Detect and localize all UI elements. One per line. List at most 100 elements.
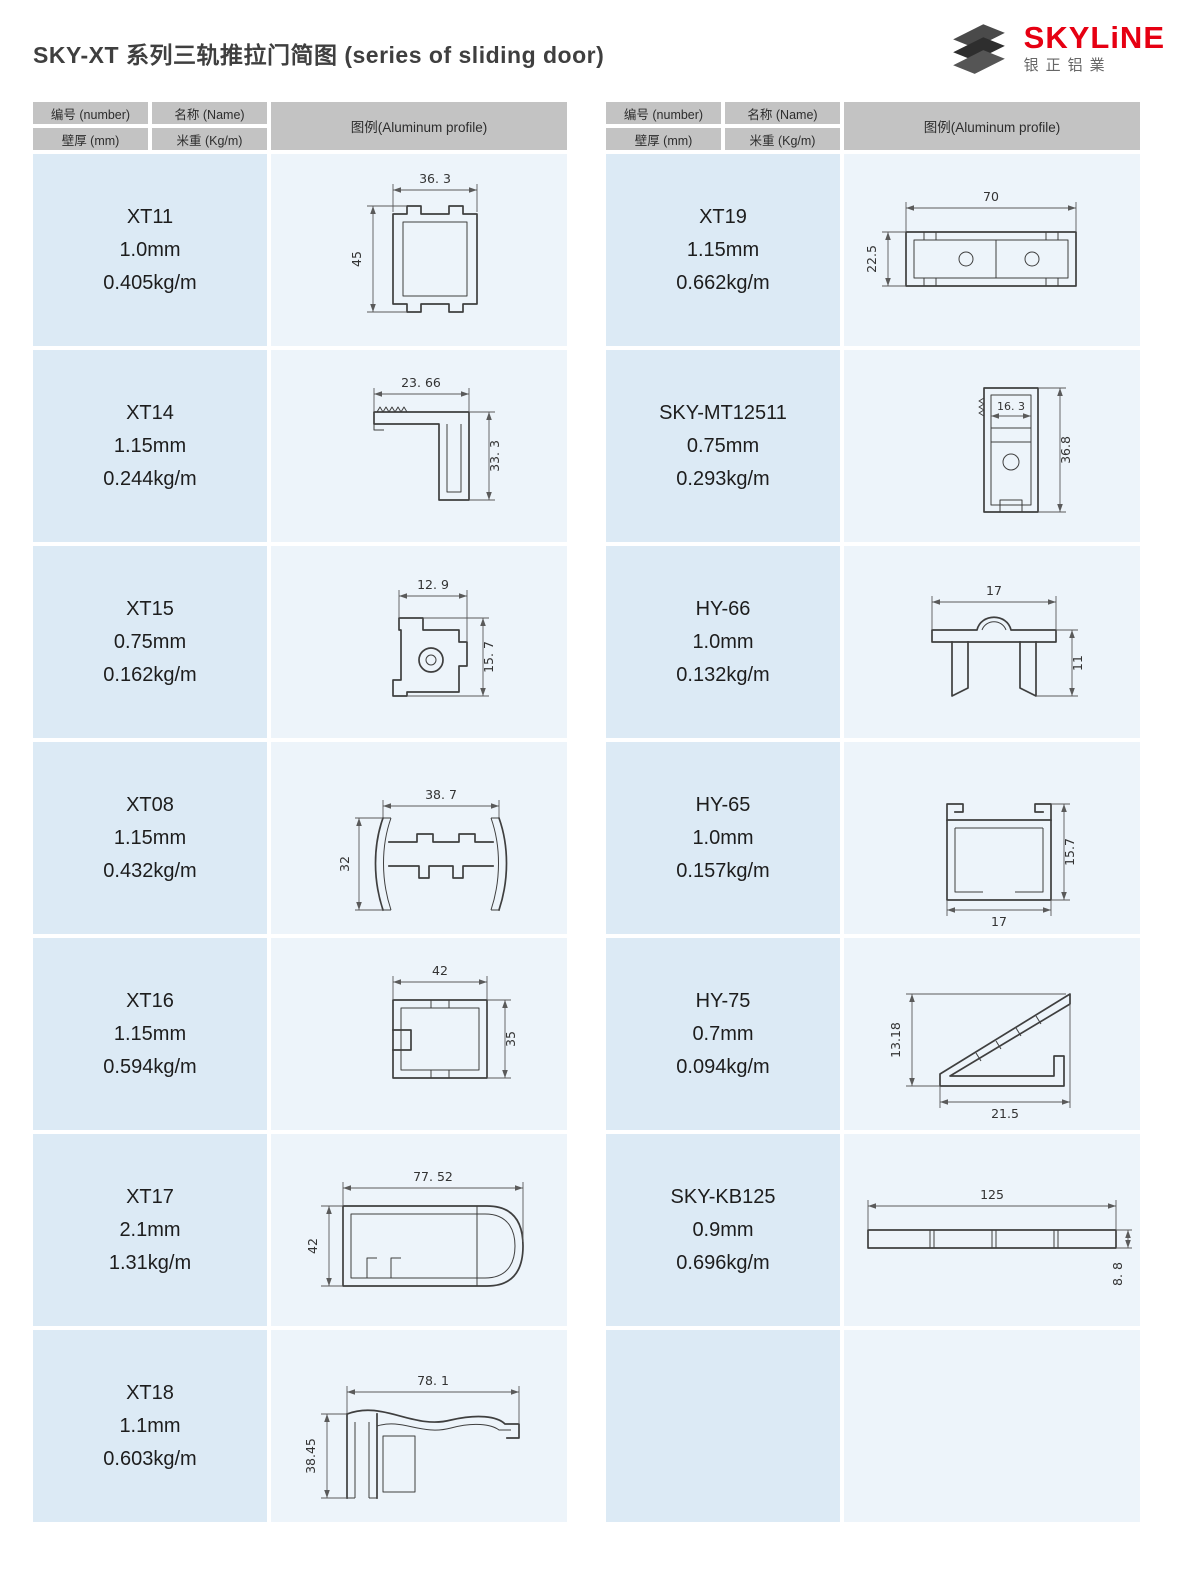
profile-drawing-cell: 125 8. 8	[844, 1134, 1140, 1326]
table-row-xt19: XT19 1.15mm 0.662kg/m 70 22.5	[606, 154, 1140, 346]
profile-info: SKY-KB125 0.9mm 0.696kg/m	[606, 1134, 840, 1326]
dim-width-label: 23. 66	[401, 375, 441, 390]
table-row-xt08: XT08 1.15mm 0.432kg/m 38. 7 32	[33, 742, 567, 934]
profile-info: XT18 1.1mm 0.603kg/m	[33, 1330, 267, 1522]
profile-info: HY-75 0.7mm 0.094kg/m	[606, 938, 840, 1130]
profile-drawing-cell: 70 22.5	[844, 154, 1140, 346]
logo-text: SKYLiNE 银正铝業	[1023, 19, 1165, 75]
header-number: 编号 (number)	[606, 102, 721, 124]
profile-drawing-cell: 36. 3 45	[271, 154, 567, 346]
profile-drawing-sky-mt12511: 16. 3 36.8	[978, 387, 1073, 513]
profile-weight: 0.157kg/m	[676, 859, 770, 882]
profile-info: HY-66 1.0mm 0.132kg/m	[606, 546, 840, 738]
profile-drawing-xt16: 42 35	[392, 963, 518, 1079]
table-row-xt11: XT11 1.0mm 0.405kg/m 36. 3 45	[33, 154, 567, 346]
dim-height-label: 38.45	[303, 1438, 318, 1474]
dim-height-label: 42	[305, 1238, 320, 1254]
profile-drawing-xt17: 77. 52 42	[305, 1169, 524, 1287]
profile-drawing-cell: 16. 3 36.8	[844, 350, 1140, 542]
table-row-hy-66: HY-66 1.0mm 0.132kg/m 17 11	[606, 546, 1140, 738]
profile-thickness: 0.75mm	[113, 630, 187, 653]
profile-weight: 0.293kg/m	[676, 467, 770, 490]
dim-height-label: 15.7	[1062, 838, 1077, 866]
profile-info: XT16 1.15mm 0.594kg/m	[33, 938, 267, 1130]
page-header: SKY-XT 系列三轨推拉门简图 (series of sliding door…	[0, 0, 1200, 76]
profile-drawing-cell: 23. 66 33. 3	[271, 350, 567, 542]
profile-drawing-xt15: 12. 9 15. 7	[392, 577, 496, 697]
dim-width-label: 16. 3	[997, 400, 1025, 413]
profile-drawing-sky-kb125: 125 8. 8	[867, 1187, 1132, 1286]
profile-thickness: 1.15mm	[113, 826, 187, 849]
profile-thickness: 1.0mm	[692, 630, 754, 653]
profile-weight: 0.132kg/m	[676, 663, 770, 686]
company-name: 银正铝業	[1023, 57, 1112, 75]
profile-thickness: 1.0mm	[692, 826, 754, 849]
profile-drawing-cell-empty	[844, 1330, 1140, 1522]
profile-number: HY-65	[695, 793, 751, 816]
profile-drawing-cell: 15.7 17	[844, 742, 1140, 934]
table-row-hy-65: HY-65 1.0mm 0.157kg/m 15.7 17	[606, 742, 1140, 934]
dim-height-label: 11	[1070, 655, 1085, 671]
profile-weight: 0.432kg/m	[103, 859, 197, 882]
profile-drawing-hy-75: 13.18 21.5	[888, 993, 1071, 1121]
profile-number: HY-75	[695, 989, 751, 1012]
profile-info: HY-65 1.0mm 0.157kg/m	[606, 742, 840, 934]
profile-weight: 0.594kg/m	[103, 1055, 197, 1078]
profile-thickness: 1.15mm	[113, 1022, 187, 1045]
dim-width-label: 17	[986, 583, 1002, 598]
dim-height-label: 36.8	[1058, 436, 1073, 464]
dim-width-label: 77. 52	[413, 1169, 453, 1184]
profile-weight: 0.696kg/m	[676, 1251, 770, 1274]
profile-drawing-cell: 78. 1 38.45	[271, 1330, 567, 1522]
header-thickness: 壁厚 (mm)	[33, 128, 148, 150]
profile-drawing-hy-66: 17 11	[931, 583, 1085, 697]
profile-weight: 0.405kg/m	[103, 271, 197, 294]
profile-info: XT08 1.15mm 0.432kg/m	[33, 742, 267, 934]
profile-thickness: 1.1mm	[119, 1414, 181, 1437]
profile-drawing-cell: 42 35	[271, 938, 567, 1130]
table-row-hy-75: HY-75 0.7mm 0.094kg/m 13.18 21.5	[606, 938, 1140, 1130]
profile-tables: 编号 (number) 壁厚 (mm) 名称 (Name) 米重 (Kg/m) …	[0, 102, 1200, 1522]
profile-drawing-cell: 13.18 21.5	[844, 938, 1140, 1130]
header-weight: 米重 (Kg/m)	[725, 128, 840, 150]
profile-info: XT14 1.15mm 0.244kg/m	[33, 350, 267, 542]
profile-thickness: 1.15mm	[686, 238, 760, 261]
dim-width-label: 36. 3	[419, 171, 451, 186]
header-name: 名称 (Name)	[725, 102, 840, 124]
dim-width-label: 125	[980, 1187, 1004, 1202]
profile-info: XT19 1.15mm 0.662kg/m	[606, 154, 840, 346]
dim-width-label: 12. 9	[417, 577, 449, 592]
page-title: SKY-XT 系列三轨推拉门简图 (series of sliding door…	[33, 42, 605, 68]
right-table: 编号 (number) 壁厚 (mm) 名称 (Name) 米重 (Kg/m) …	[606, 102, 1140, 1522]
profile-number: XT17	[126, 1185, 174, 1208]
dim-height-label: 22.5	[864, 245, 879, 273]
brand-name: SKYLiNE	[1023, 19, 1165, 55]
profile-weight: 0.162kg/m	[103, 663, 197, 686]
dim-height-label: 15. 7	[481, 641, 496, 673]
profile-thickness: 1.15mm	[113, 434, 187, 457]
profile-drawing-cell: 38. 7 32	[271, 742, 567, 934]
profile-drawing-xt14: 23. 66 33. 3	[373, 375, 502, 501]
dim-width-label: 21.5	[991, 1106, 1019, 1121]
dim-width-label: 17	[991, 914, 1007, 929]
left-table: 编号 (number) 壁厚 (mm) 名称 (Name) 米重 (Kg/m) …	[33, 102, 567, 1522]
profile-number: XT14	[126, 401, 174, 424]
header-number: 编号 (number)	[33, 102, 148, 124]
table-row-xt16: XT16 1.15mm 0.594kg/m 42 35	[33, 938, 567, 1130]
profile-number: XT18	[126, 1381, 174, 1404]
table-row-xt17: XT17 2.1mm 1.31kg/m 77. 52 42	[33, 1134, 567, 1326]
profile-weight: 0.662kg/m	[676, 271, 770, 294]
profile-thickness: 0.9mm	[692, 1218, 754, 1241]
header-profile: 图例(Aluminum profile)	[844, 102, 1140, 150]
table-row-xt14: XT14 1.15mm 0.244kg/m 23. 66 33. 3	[33, 350, 567, 542]
logo-mark-icon	[952, 24, 1005, 74]
profile-number: XT08	[126, 793, 174, 816]
profile-weight: 0.603kg/m	[103, 1447, 197, 1470]
profile-drawing-xt19: 70 22.5	[864, 189, 1077, 287]
right-table-header: 编号 (number) 壁厚 (mm) 名称 (Name) 米重 (Kg/m) …	[606, 102, 1140, 150]
profile-drawing-xt11: 36. 3 45	[349, 171, 478, 313]
dim-width-label: 38. 7	[425, 787, 457, 802]
profile-info: XT17 2.1mm 1.31kg/m	[33, 1134, 267, 1326]
profile-drawing-cell: 77. 52 42	[271, 1134, 567, 1326]
profile-number: XT11	[126, 205, 174, 228]
